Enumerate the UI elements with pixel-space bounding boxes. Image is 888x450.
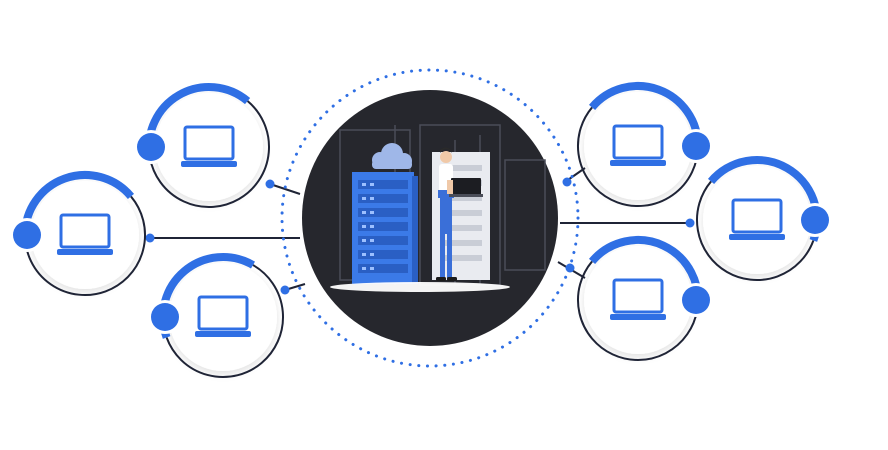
laptop-icon [57, 213, 113, 255]
client-left-middle [10, 171, 146, 296]
hub [280, 68, 580, 368]
client-dot [137, 133, 165, 161]
client-ring-thin [148, 100, 270, 208]
connector-nodes [145, 177, 695, 295]
laptop-icon [610, 278, 666, 320]
client-dot [13, 221, 41, 249]
server-rack [352, 172, 418, 284]
client-dot [682, 286, 710, 314]
engineer-figure [436, 147, 483, 281]
connector-node [565, 263, 575, 273]
client-ring-thin [24, 195, 146, 296]
client-dot [151, 303, 179, 331]
client-ring-thin [165, 264, 284, 378]
client-ring-thin [696, 180, 815, 281]
client-right-bottom [577, 236, 713, 361]
laptop-icon [195, 295, 251, 337]
client-right-middle [696, 156, 832, 281]
connector-node [145, 233, 155, 243]
client-dot [682, 132, 710, 160]
laptop-icon [610, 124, 666, 166]
client-left-bottom [148, 253, 284, 378]
client-right-top [577, 82, 713, 207]
connector-node [265, 179, 275, 189]
cloud-icon [372, 143, 412, 169]
connector-left-top [269, 183, 301, 195]
client-left-top [134, 83, 270, 208]
hub-dotted-ring [280, 68, 580, 368]
client-group [10, 82, 832, 378]
client-ring-thin [577, 260, 699, 361]
laptop-icon [729, 198, 785, 240]
client-dot [801, 206, 829, 234]
client-ring-thin [577, 106, 699, 207]
floor-shadow [330, 282, 510, 292]
connector-node [280, 285, 290, 295]
connector-node [562, 177, 572, 187]
connector-node [685, 218, 695, 228]
laptop-icon [181, 125, 237, 167]
client-ring-accent [588, 82, 702, 147]
client-ring-accent [21, 171, 135, 236]
